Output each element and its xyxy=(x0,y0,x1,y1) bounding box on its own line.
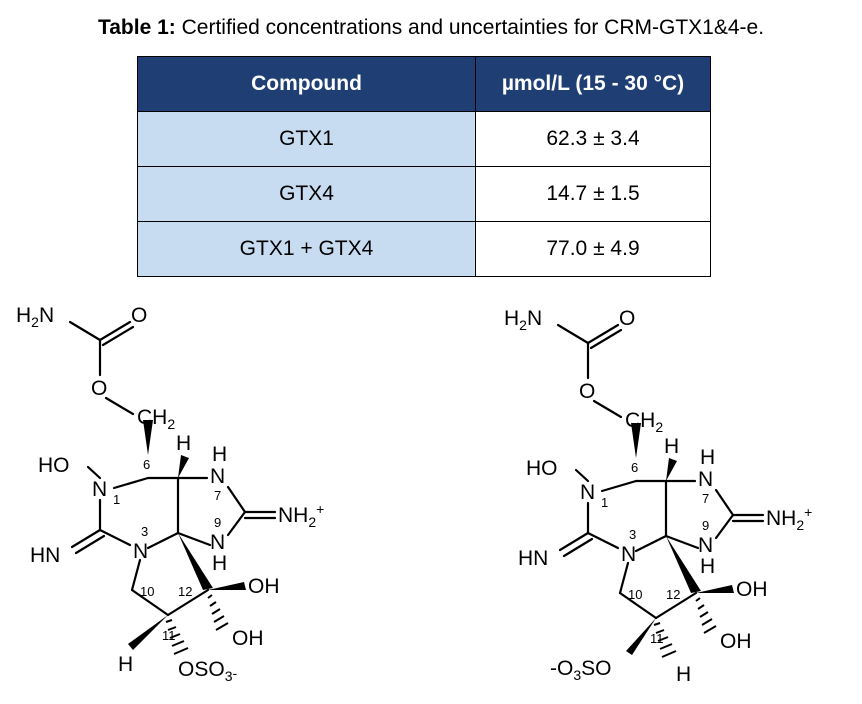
n3-label: N xyxy=(621,543,636,566)
table-caption: Table 1: Certified concentrations and un… xyxy=(0,14,862,42)
nh7-n: N xyxy=(698,468,713,491)
nh7-h: H xyxy=(700,446,715,469)
o3so-label: -O xyxy=(550,657,573,680)
locant-9: 9 xyxy=(214,515,221,530)
svg-text:OSO3-: OSO3- xyxy=(178,658,237,684)
locant-9: 9 xyxy=(702,518,709,533)
nh7-h: H xyxy=(212,443,227,466)
svg-text:-O3SO: -O3SO xyxy=(550,657,611,683)
carbonyl-o: O xyxy=(131,304,147,327)
chemical-structures: H2N O O CH2 H HO N 1 6 H N 7 NH2+ 9 N H … xyxy=(16,304,812,686)
ester-o: O xyxy=(91,377,107,400)
oh-1: OH xyxy=(736,578,768,601)
locant-1: 1 xyxy=(113,492,120,507)
locant-11: 11 xyxy=(650,631,664,646)
svg-text:H2N: H2N xyxy=(16,304,54,330)
value-cell: 77.0 ± 4.9 xyxy=(475,221,711,277)
nh9-h: H xyxy=(212,552,227,575)
table-row: GTX1 + GTX4 77.0 ± 4.9 xyxy=(137,221,711,277)
hn-label: HN xyxy=(30,544,60,567)
table-row: GTX4 14.7 ± 1.5 xyxy=(137,166,711,222)
gtx1-structure: H2N O O CH2 H HO N 1 6 H N 7 NH2+ 9 N H … xyxy=(16,304,324,684)
locant-12: 12 xyxy=(666,587,680,602)
h2n-label: H xyxy=(16,304,31,327)
h-bottom: H xyxy=(676,663,691,686)
h-top: H xyxy=(664,435,679,458)
locant-12: 12 xyxy=(178,584,192,599)
locant-6: 6 xyxy=(143,457,150,472)
table-header-row: Compound µmol/L (15 - 30 °C) xyxy=(137,56,711,112)
locant-3: 3 xyxy=(629,527,636,542)
oh-1: OH xyxy=(248,575,280,598)
locant-7: 7 xyxy=(702,491,709,506)
compound-cell: GTX4 xyxy=(137,166,476,222)
nh7-n: N xyxy=(210,465,225,488)
header-compound: Compound xyxy=(137,56,476,112)
nh2plus-label: NH xyxy=(278,504,308,527)
oh-2: OH xyxy=(232,627,264,650)
svg-text:NH2+: NH2+ xyxy=(766,504,812,533)
caption-label: Table 1: xyxy=(97,16,176,39)
ho-label: HO xyxy=(38,454,70,477)
ch2-label: CH xyxy=(625,409,655,432)
oh-2: OH xyxy=(720,630,752,653)
n3-label: N xyxy=(133,540,148,563)
oso3-label: OSO xyxy=(178,658,225,681)
table-row: GTX1 62.3 ± 3.4 xyxy=(137,111,711,167)
carbonyl-o: O xyxy=(619,307,635,330)
ho-label: HO xyxy=(526,457,558,480)
locant-6: 6 xyxy=(631,460,638,475)
value-cell: 14.7 ± 1.5 xyxy=(475,166,711,222)
nh9-h: H xyxy=(700,555,715,578)
n1-label: N xyxy=(580,481,595,504)
locant-3: 3 xyxy=(141,524,148,539)
hn-label: HN xyxy=(518,547,548,570)
svg-text:CH2: CH2 xyxy=(137,406,175,432)
svg-text:H2N: H2N xyxy=(504,307,542,333)
locant-10: 10 xyxy=(140,584,154,599)
locant-10: 10 xyxy=(628,587,642,602)
locant-7: 7 xyxy=(214,488,221,503)
ester-o: O xyxy=(579,380,595,403)
ch2-label: CH xyxy=(137,406,167,429)
locant-1: 1 xyxy=(601,495,608,510)
nh9-n: N xyxy=(210,531,225,554)
compound-cell: GTX1 + GTX4 xyxy=(137,221,476,277)
header-concentration: µmol/L (15 - 30 °C) xyxy=(475,56,711,112)
compound-cell: GTX1 xyxy=(137,111,476,167)
h-top: H xyxy=(176,432,191,455)
locant-11: 11 xyxy=(162,628,176,643)
nh2plus-label: NH xyxy=(766,507,796,530)
n1-label: N xyxy=(92,478,107,501)
value-cell: 62.3 ± 3.4 xyxy=(475,111,711,167)
gtx4-structure: H2N O O CH2 H HO N 1 6 H N 7 NH2+ 9 N H … xyxy=(504,307,812,686)
nh9-n: N xyxy=(698,534,713,557)
svg-text:CH2: CH2 xyxy=(625,409,663,435)
certified-concentrations-table: Compound µmol/L (15 - 30 °C) GTX1 62.3 ±… xyxy=(137,56,711,277)
h-bottom: H xyxy=(118,653,133,676)
svg-text:NH2+: NH2+ xyxy=(278,501,324,530)
h2n-label: H xyxy=(504,307,519,330)
caption-text: Certified concentrations and uncertainti… xyxy=(175,16,765,39)
